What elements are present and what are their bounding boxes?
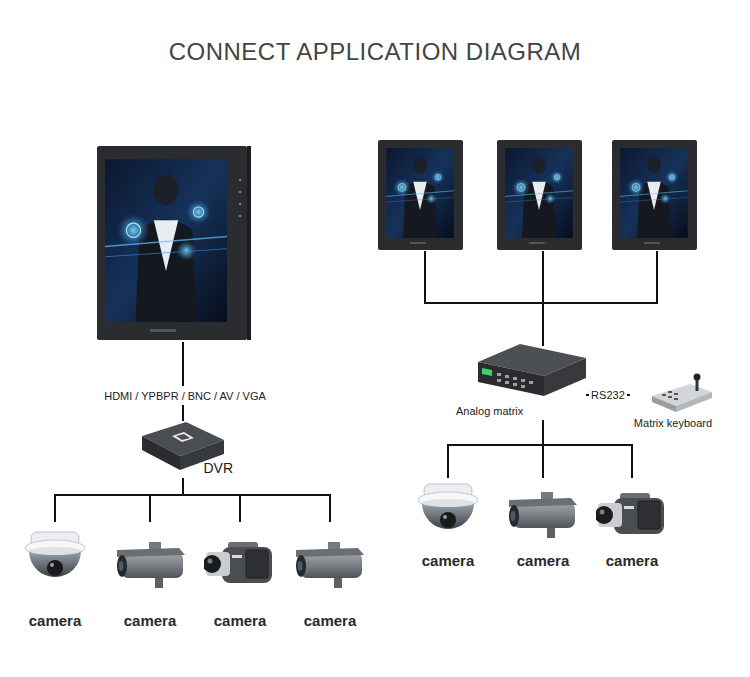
node-label: Analog matrix [456,405,523,418]
dvr-box: DVR [131,416,235,478]
edge-label: RS232 [589,389,627,402]
node-label: camera [606,552,659,570]
camera-box: camera [292,522,368,630]
node-label: camera [517,552,570,570]
node-label: camera [29,612,82,630]
node-label: DVR [203,460,233,477]
camera-box: camera [594,478,670,570]
camera-box: camera [202,522,278,630]
connector-line [183,478,330,522]
matrix-box: Analog matrix [452,336,586,420]
connector-line [183,478,240,522]
connector-line [448,420,543,478]
node-label: camera [304,612,357,630]
node-label: camera [422,552,475,570]
node-label: camera [124,612,177,630]
connector-line [55,478,183,522]
diagram-title: CONNECT APPLICATION DIAGRAM [0,38,750,66]
keyboard-box: Matrix keyboard [630,374,716,430]
connector-line [150,478,183,522]
camera-box: camera [410,478,486,570]
camera-box: camera [505,478,581,570]
signal-label: HDMI / YPBPR / BNC / AV / VGA [101,389,269,403]
camera-box: camera [112,522,188,630]
node-label: camera [214,612,267,630]
connector-line [543,420,632,478]
node-label: Matrix keyboard [634,417,712,430]
camera-box: camera [17,522,93,630]
